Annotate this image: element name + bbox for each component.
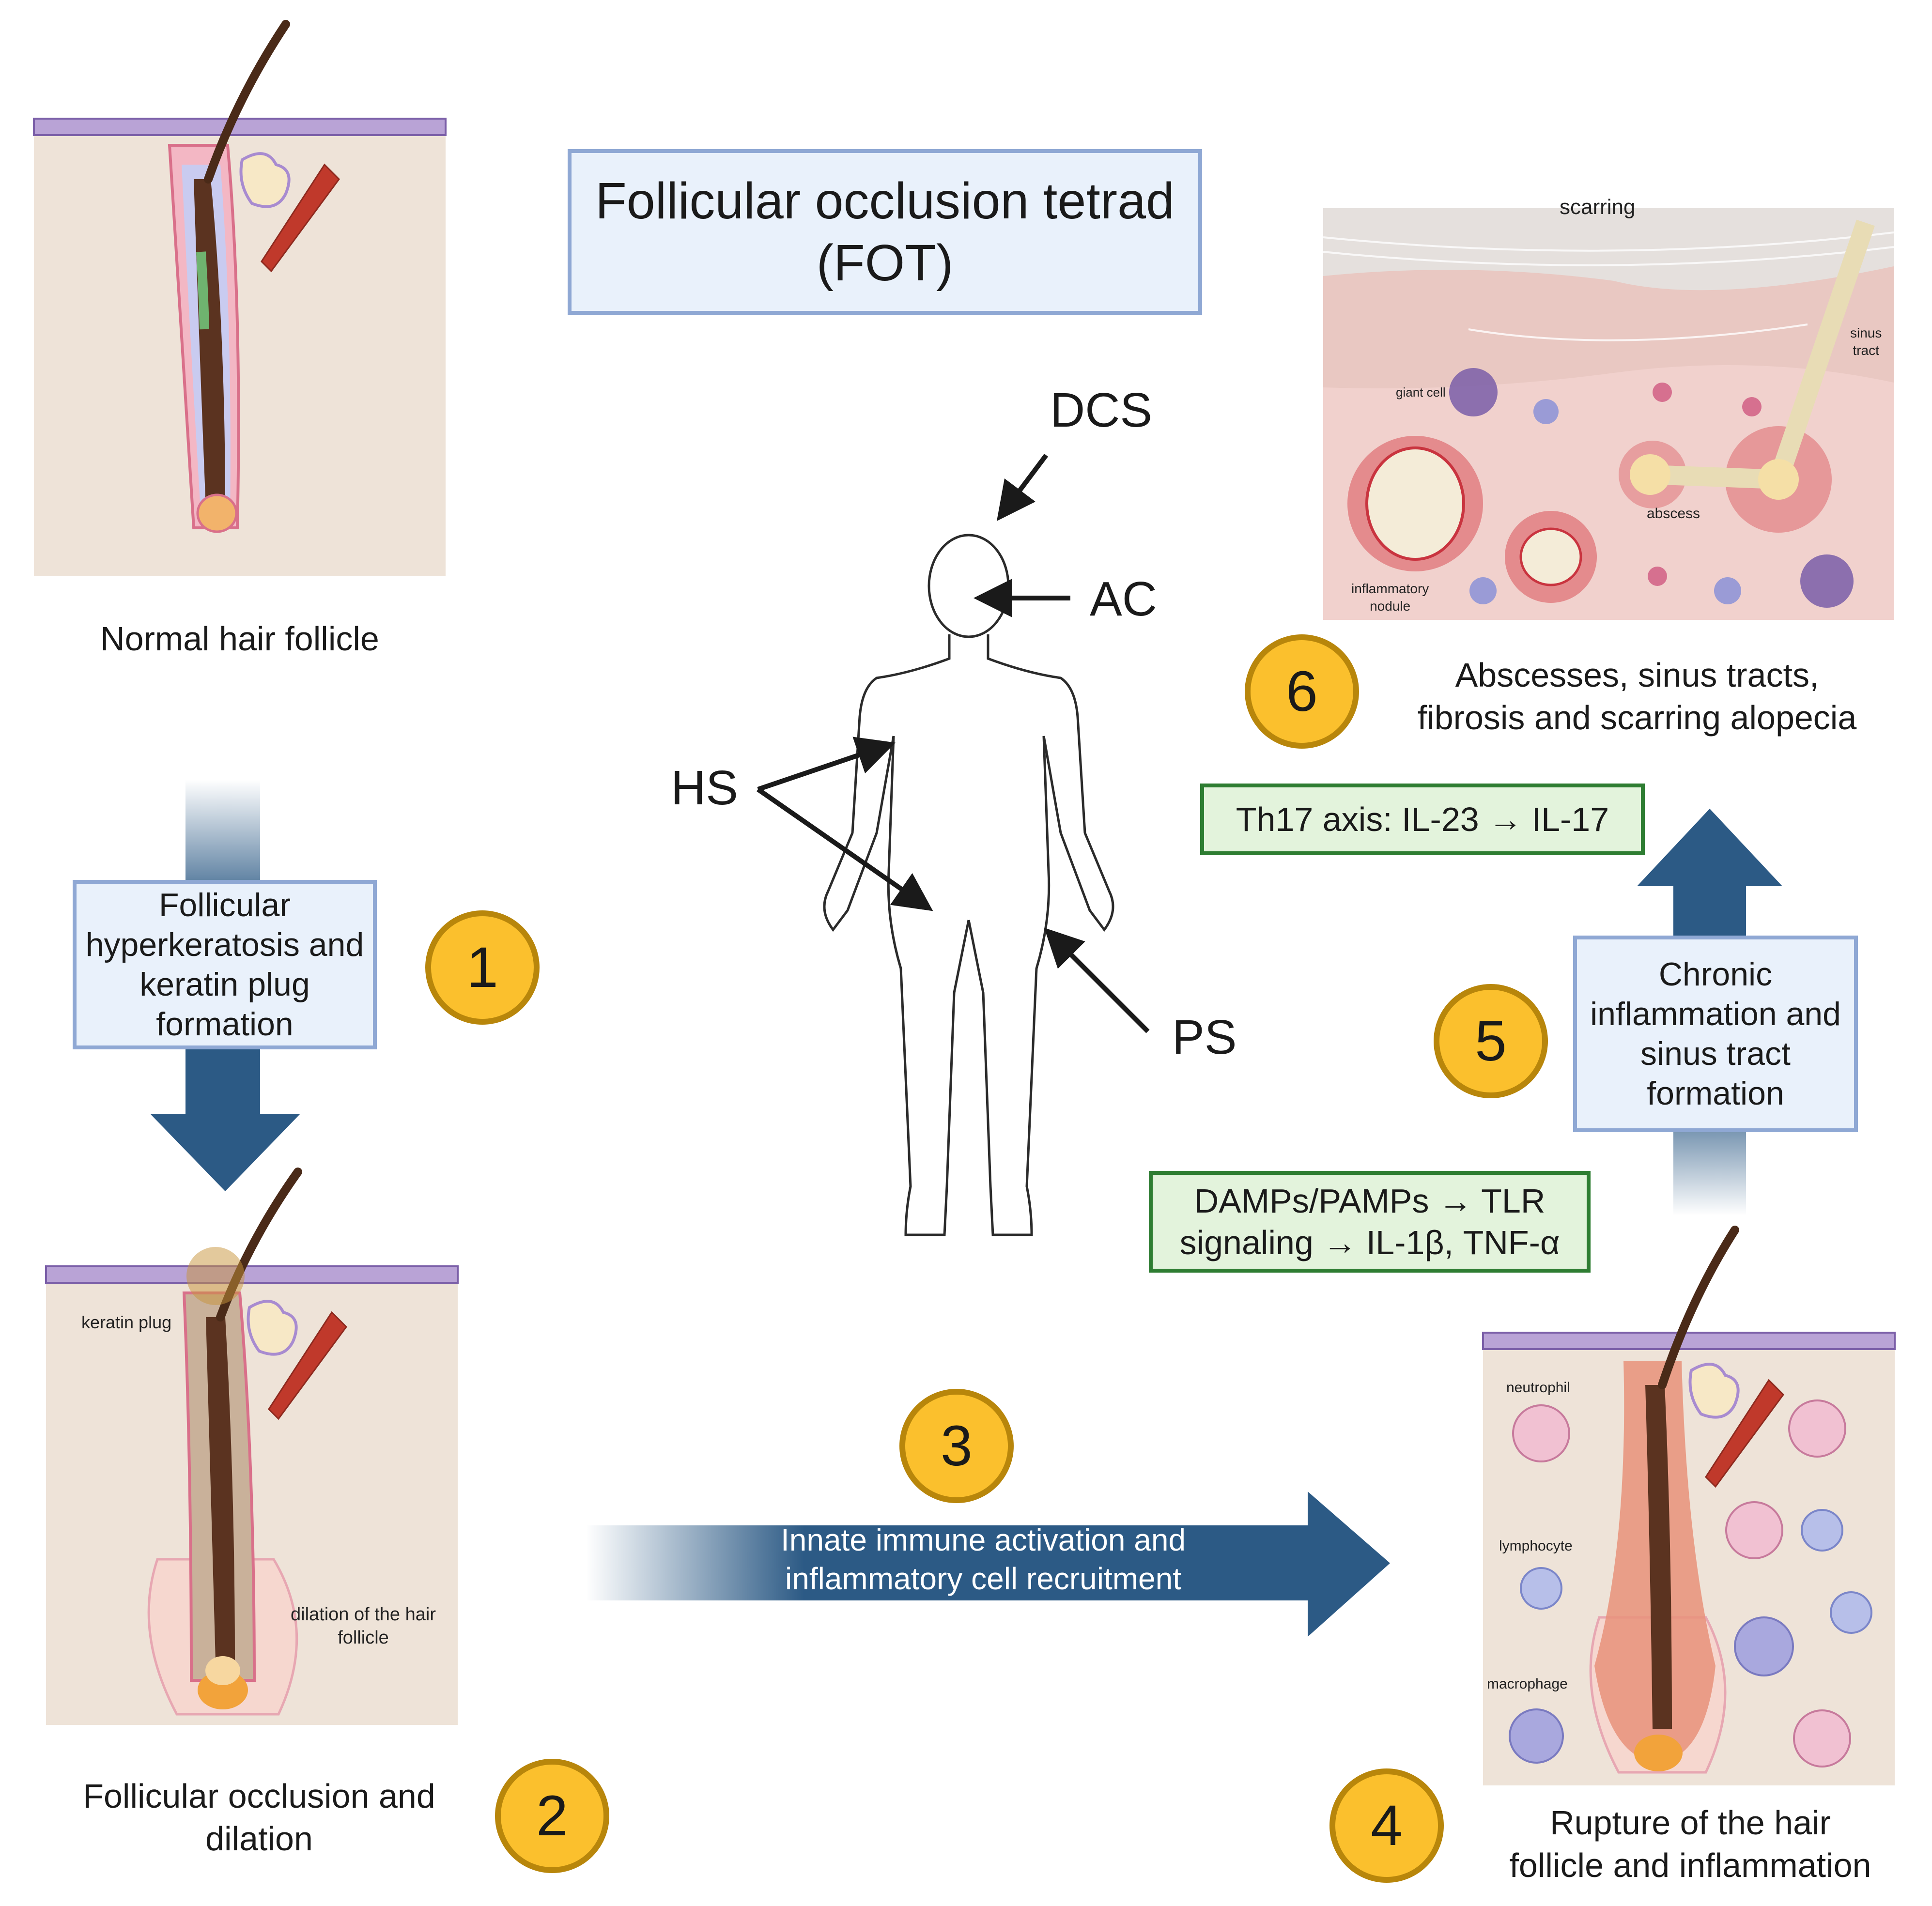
- rupture-follicle-illustration: [1482, 1226, 1896, 1774]
- step6-badge: 6: [1245, 634, 1359, 749]
- step4-caption: Rupture of the hair follicle and inflamm…: [1509, 1804, 1871, 1884]
- ps-label: PS: [1172, 1010, 1237, 1064]
- keratin-plug-label: keratin plug: [81, 1312, 172, 1332]
- th17-pathway-box: Th17 axis: IL-23 → IL-17: [1200, 784, 1645, 855]
- dilation-label: dilation of the hair follicle: [291, 1604, 436, 1648]
- diagram-title: Follicular occlusion tetrad (FOT): [595, 172, 1175, 292]
- ac-label: AC: [1090, 572, 1157, 626]
- macrophage-label: macrophage: [1487, 1676, 1568, 1692]
- title-box: Follicular occlusion tetrad (FOT): [568, 149, 1202, 315]
- th17-pathway-label: Th17 axis: IL-23 → IL-17: [1236, 800, 1609, 838]
- inflammatory-nodule-label: inflammatory nodule: [1351, 581, 1429, 614]
- step3-label: Innate immune activation and inflammator…: [780, 1522, 1186, 1596]
- normal-follicle-illustration: [33, 20, 447, 533]
- step5-badge: 5: [1434, 984, 1548, 1098]
- sinus-tract-label: sinus tract: [1850, 325, 1882, 358]
- normal-follicle-panel: [34, 119, 446, 576]
- lymphocyte-label: lymphocyte: [1499, 1538, 1573, 1554]
- step3-arrow: [586, 1491, 1390, 1637]
- damps-pathway-box: DAMPs/PAMPs → TLR signaling → IL-1β, TNF…: [1149, 1171, 1591, 1273]
- scarring-illustration: [1323, 208, 1894, 620]
- occlusion-follicle-illustration: [45, 1168, 459, 1716]
- normal-follicle-caption: Normal hair follicle: [100, 620, 379, 658]
- dcs-label: DCS: [1050, 383, 1153, 437]
- step5-label: Chronic inflammation and sinus tract for…: [1590, 956, 1841, 1112]
- step3-badge: 3: [899, 1389, 1014, 1503]
- scarring-label: scarring: [1560, 195, 1636, 219]
- damps-pathway-label: DAMPs/PAMPs → TLR signaling → IL-1β, TNF…: [1179, 1182, 1560, 1261]
- step1-box: Follicular hyperkeratosis and keratin pl…: [73, 880, 377, 1049]
- step5-box: Chronic inflammation and sinus tract for…: [1573, 936, 1858, 1132]
- giant-cell-label: giant cell: [1396, 385, 1446, 400]
- step4-badge: 4: [1329, 1768, 1444, 1883]
- step6-caption: Abscesses, sinus tracts, fibrosis and sc…: [1417, 656, 1857, 737]
- neutrophil-label: neutrophil: [1506, 1380, 1570, 1396]
- abscess-label: abscess: [1647, 506, 1700, 522]
- step1-label: Follicular hyperkeratosis and keratin pl…: [85, 887, 364, 1043]
- step2-caption: Follicular occlusion and dilation: [83, 1777, 435, 1858]
- hs-label: HS: [671, 761, 738, 815]
